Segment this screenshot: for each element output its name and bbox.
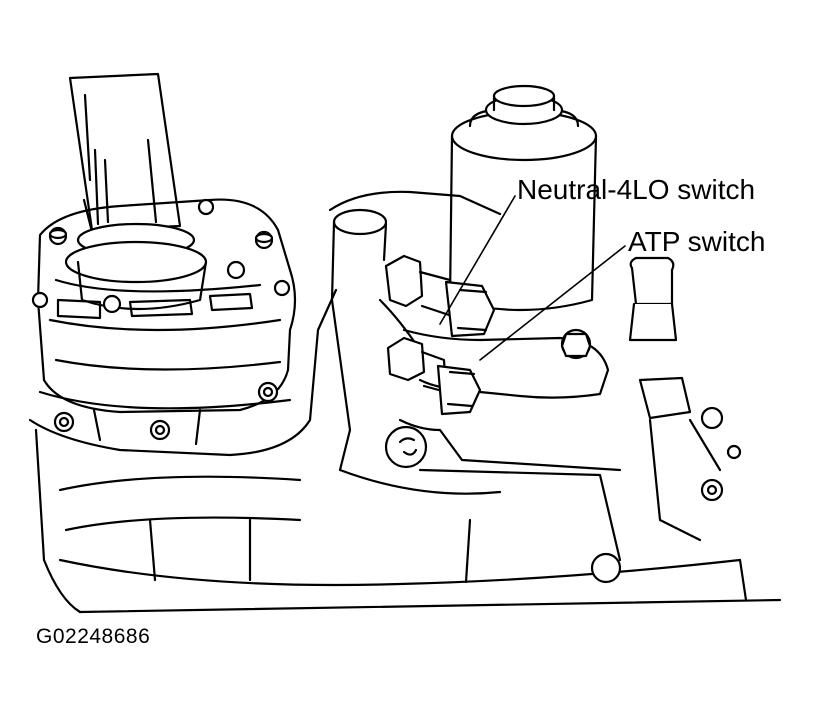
rear-case-housing	[330, 192, 620, 470]
callout-leader-lines	[440, 196, 625, 360]
output-shaft	[66, 74, 206, 309]
atp-switch	[388, 338, 480, 414]
right-side-connectors	[592, 258, 740, 582]
actuator-bracket	[404, 330, 608, 398]
atp-switch-label: ATP switch	[628, 226, 766, 257]
shift-actuator-motor	[450, 86, 596, 310]
transfer-case-body	[30, 290, 780, 612]
neutral-4lo-switch-label: Neutral-4LO switch	[517, 174, 756, 205]
figure-id: G02248686	[36, 625, 151, 648]
neutral-4lo-switch	[386, 256, 494, 336]
left-flange-housing	[38, 200, 295, 444]
flange-bolts	[33, 200, 289, 439]
